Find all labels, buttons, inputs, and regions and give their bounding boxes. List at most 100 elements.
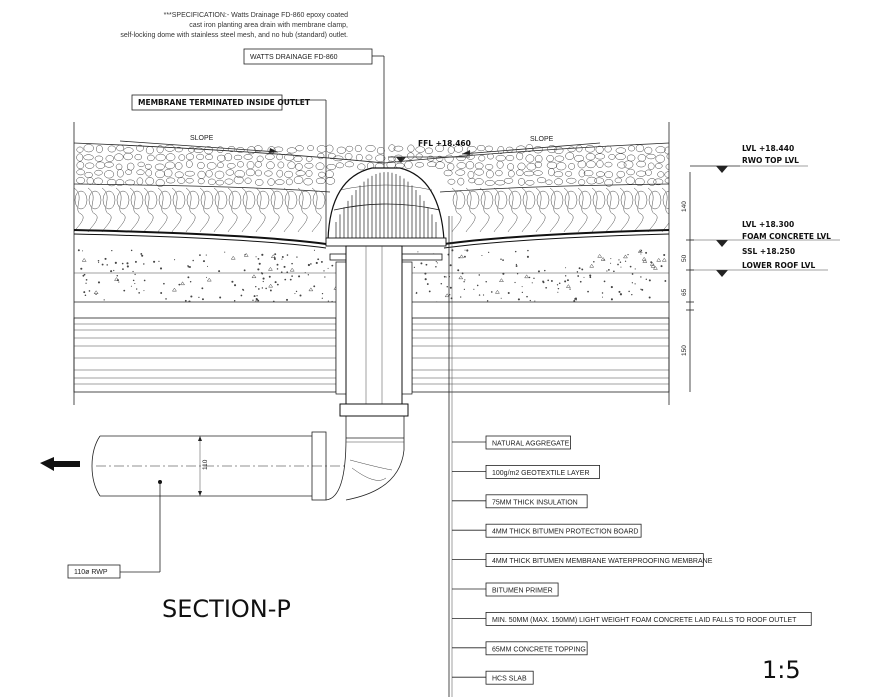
level-1-value: LVL +18.440 [742, 144, 794, 153]
pebble [487, 153, 494, 160]
speckle [158, 260, 160, 263]
pebble [495, 169, 503, 177]
insulation-wave [283, 187, 294, 233]
pebble [577, 160, 587, 169]
speckle [83, 273, 86, 276]
speckle [134, 282, 136, 285]
pebble [317, 152, 325, 160]
insulation-pattern [74, 187, 669, 233]
pebble [273, 146, 284, 153]
speckle [446, 286, 448, 288]
layer-box [485, 435, 571, 450]
pebble [594, 177, 605, 184]
insulation-loop [186, 190, 200, 210]
speckle [173, 259, 176, 261]
pebble [625, 176, 635, 185]
pebble [178, 154, 186, 161]
pebble [393, 145, 404, 152]
speckle [255, 256, 257, 258]
pebble [205, 170, 213, 178]
speckle [106, 264, 108, 266]
speckle [424, 278, 427, 281]
pebble [497, 146, 505, 154]
speckle [321, 292, 324, 295]
insulation-wave [451, 187, 462, 233]
speckle [507, 291, 510, 294]
speckle [243, 269, 246, 272]
insulation-wave [549, 187, 560, 233]
pebble [583, 170, 594, 177]
speckle [428, 290, 431, 293]
aggregate-triangle [622, 254, 628, 259]
aggregate-triangle [81, 257, 87, 262]
insulation-wave [269, 187, 280, 233]
pebble [164, 168, 173, 178]
speckle [201, 298, 204, 301]
pebble [604, 179, 614, 187]
insulation-loop [564, 190, 578, 210]
pebble [284, 170, 294, 178]
slope-left-label: SLOPE [190, 135, 214, 142]
pebble [517, 178, 526, 186]
pebble [508, 170, 515, 178]
pebble [365, 154, 373, 161]
speckle [565, 267, 567, 269]
flow-arrow-icon [40, 457, 80, 471]
pebble [304, 162, 314, 169]
pebble [617, 161, 627, 169]
speckle [606, 270, 608, 272]
speckle [299, 294, 302, 297]
speckle [261, 287, 264, 289]
pebble [216, 146, 224, 153]
speckle [581, 268, 584, 271]
speckle [281, 258, 283, 260]
insulation-loop [508, 190, 522, 210]
pebble [484, 180, 495, 186]
speckle [296, 256, 298, 258]
pebble [255, 179, 264, 186]
speckle [143, 290, 145, 292]
layer-label: NATURAL AGGREGATE [492, 441, 570, 448]
pebble [456, 162, 467, 169]
pebble [305, 156, 313, 162]
pebble [76, 169, 85, 176]
pebble [147, 154, 155, 162]
product-tag-label: WATTS DRAINAGE FD-860 [250, 54, 338, 61]
level-1-name: RWO TOP LVL [742, 156, 799, 165]
pebble [185, 160, 193, 168]
aggregate-triangle [459, 254, 465, 259]
aggregate-triangle [444, 293, 450, 298]
ffl-marker: FFL +18.460 [388, 139, 471, 163]
speckle [445, 276, 447, 278]
speckle [449, 294, 451, 296]
pebble [436, 155, 444, 162]
speckle [104, 257, 107, 260]
pebble [467, 170, 475, 179]
level-2-name: FOAM CONCRETE LVL [742, 232, 831, 241]
layer-label: 75MM THICK INSULATION [492, 499, 578, 506]
speckle [640, 276, 642, 278]
pebble [565, 171, 573, 177]
insulation-wave [479, 187, 490, 233]
pebble [566, 177, 577, 184]
drain-dome-ribs [333, 172, 441, 238]
speckle [240, 294, 243, 297]
pebble [246, 161, 255, 170]
pebble [474, 168, 484, 176]
speckle [188, 300, 191, 302]
speckle [97, 281, 101, 284]
pebble [94, 169, 103, 176]
pebble [94, 155, 104, 162]
insulation-loop [592, 190, 606, 210]
pebble [468, 177, 476, 184]
layer-label: MIN. 50MM (MAX. 150MM) LIGHT WEIGHT FOAM… [492, 617, 797, 624]
insulation-loop [116, 190, 130, 210]
speckle [420, 262, 423, 265]
aggregate-triangle [458, 275, 464, 280]
pebble [344, 161, 354, 168]
speckle [449, 286, 452, 289]
speckle [435, 261, 437, 263]
insulation-loop [130, 190, 144, 210]
pebble [86, 177, 94, 185]
layer-box [485, 612, 812, 626]
